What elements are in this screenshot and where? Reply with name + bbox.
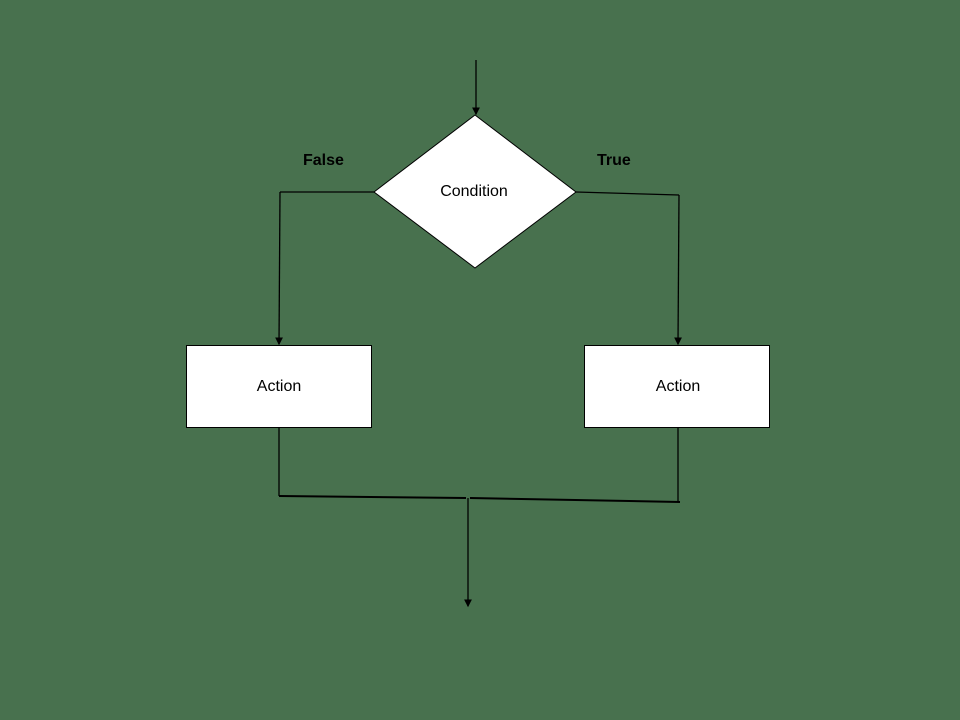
true-action-box[interactable] xyxy=(584,345,770,428)
right-merge-line xyxy=(469,497,681,503)
true-action-label: Action xyxy=(655,378,701,395)
true-branch-arrow xyxy=(674,194,682,346)
false-action-box[interactable] xyxy=(186,345,372,428)
condition-diamond[interactable] xyxy=(373,114,577,269)
condition-label: Condition xyxy=(440,183,508,200)
true-branch-line xyxy=(575,191,680,196)
false-action-label: Action xyxy=(256,378,302,395)
false-branch-label: False xyxy=(303,152,344,169)
false-branch-arrow xyxy=(275,191,283,346)
left-merge-line xyxy=(278,495,467,499)
true-branch-label: True xyxy=(597,152,631,169)
